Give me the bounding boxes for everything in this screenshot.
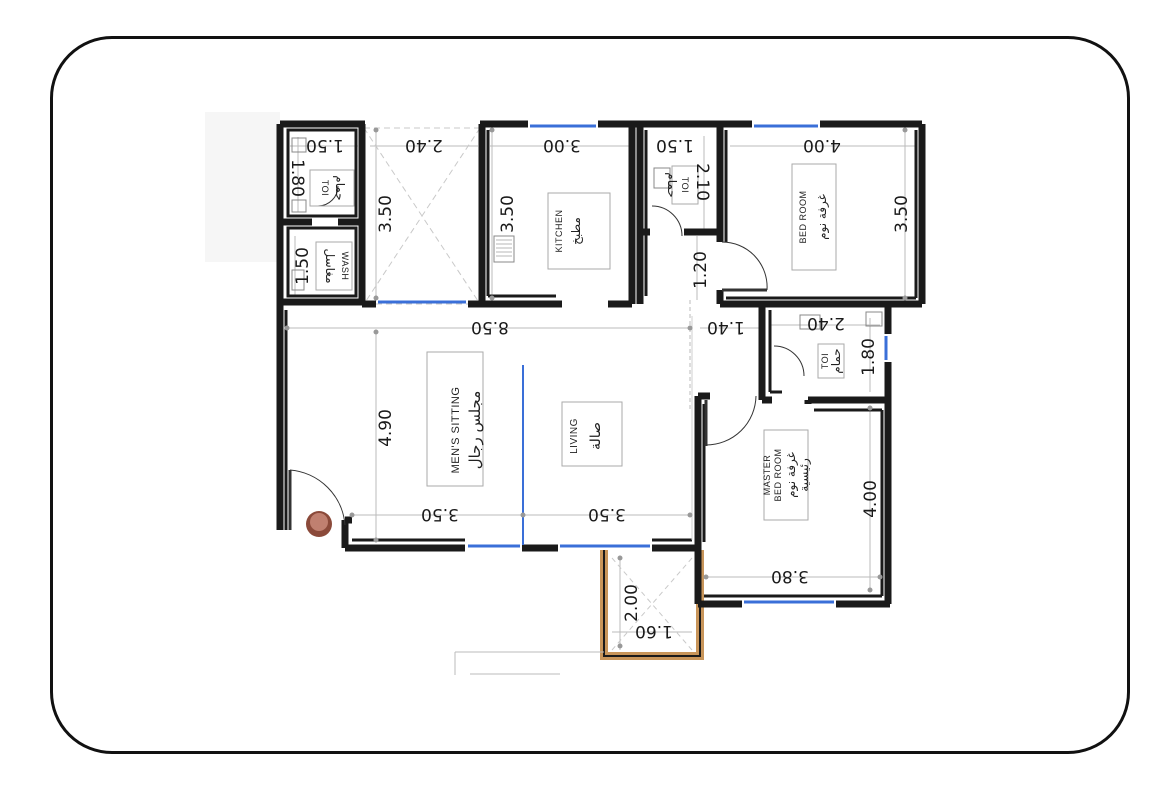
bedroom-label: BED ROOM [798,190,808,243]
mens-sitting-label: MEN'S SITTING [450,387,462,474]
dim-sitting-h: 4.90 [376,409,396,447]
dim-toi2-w: 1.50 [656,135,694,155]
dim-court-h: 3.50 [376,195,396,233]
sink-icon-2 [799,314,821,330]
dim-shaft-w: 1.60 [635,621,673,641]
dim-toi1-w: 1.50 [306,135,344,155]
master-label-ar-1: غرفة نوم [784,452,799,498]
dim-toi3-w: 2.40 [807,313,845,333]
dim-kitchen-h: 3.50 [498,195,518,233]
kitchen-label-ar: مطبخ [569,217,583,245]
dim-bed-w: 4.00 [803,135,841,155]
living-label: LIVING [569,418,580,454]
sink-icon [653,167,671,189]
windows [378,124,888,604]
label-boxes [309,163,845,521]
dimension-ticks [284,127,908,649]
paper-shade [205,112,280,262]
dim-toi3-h: 1.80 [859,338,879,376]
dim-corridor-h: 1.20 [691,251,711,289]
wash-label: WASH [340,252,350,281]
toi3-label: TOI [820,353,830,369]
walls [276,120,926,608]
living-label-ar: صالة [588,422,604,450]
master-label-2: BED ROOM [773,448,783,501]
dim-corridor-w: 1.40 [707,317,745,337]
dim-master-w: 3.80 [771,566,809,586]
basin-icon [291,269,305,291]
dim-toi1-h: 1.80 [287,159,307,197]
dim-court-w: 2.40 [405,135,443,155]
room-labels: TOI حمام WASH مغاسل KITCHEN مطبخ TOI حما… [320,172,843,501]
wc-icon [865,311,883,327]
toi3-label-ar: حمام [829,348,843,373]
dim-living-w: 3.50 [588,504,626,524]
dimension-labels: 1.50 2.40 3.00 1.50 4.00 8.50 1.40 2.40 … [287,135,912,641]
dim-kitchen-w: 3.00 [543,135,581,155]
toi1-label-ar: حمام [333,175,347,200]
dimension-guides [287,130,915,650]
wash-label-ar: مغاسل [323,248,337,283]
toi1-label: TOI [320,180,330,196]
dim-shaft-h: 2.00 [622,584,642,622]
toi2-label: TOI [680,177,690,193]
doors [288,185,805,530]
lower-site-lines [454,651,604,675]
master-label-ar-2: رئيسية [797,458,812,492]
mens-sitting-label-ar: مجلس رجال [466,391,484,470]
wc-icon-2 [291,137,307,153]
dim-bed-h: 3.50 [892,195,912,233]
dim-wash-h: 1.50 [293,247,313,285]
stove-icon [493,235,515,263]
bedroom-label-ar: غرفة نوم [815,194,830,240]
sink-icon-3 [291,199,307,213]
kitchen-label: KITCHEN [554,209,564,252]
fixtures [291,137,883,537]
master-label-1: MASTER [762,455,772,496]
toi2-label-ar: حمام [665,172,679,197]
dim-total-w: 8.50 [471,317,509,337]
dim-master-h: 4.00 [861,480,881,518]
dim-sitting-w: 3.50 [421,504,459,524]
dim-toi2-h: 2.10 [692,163,712,201]
